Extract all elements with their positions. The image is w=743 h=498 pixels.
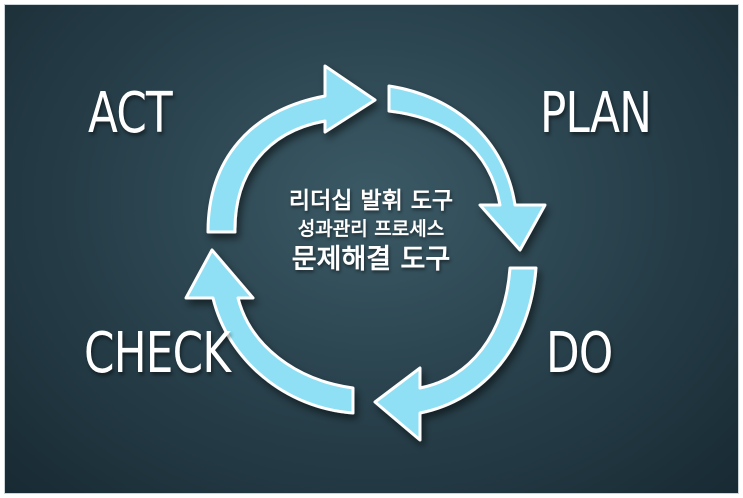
center-line-problem-solving: 문제해결 도구 xyxy=(291,244,451,275)
stage-check-label: CHECK xyxy=(84,321,231,386)
arrow-check-to-act xyxy=(184,248,355,415)
arrow-plan-to-do xyxy=(387,84,547,252)
center-line-performance: 성과관리 프로세스 xyxy=(297,218,445,240)
arrow-act-to-plan xyxy=(206,64,377,234)
stage-plan-label: PLAN xyxy=(540,81,652,146)
stage-act-label: ACT xyxy=(88,81,173,146)
center-line-leadership: 리더십 발휘 도구 xyxy=(288,188,454,214)
center-text: 리더십 발휘 도구 성과관리 프로세스 문제해결 도구 xyxy=(221,186,521,278)
diagram-background xyxy=(4,4,739,494)
arrow-do-to-check xyxy=(373,266,538,442)
stage-do-label: DO xyxy=(546,321,613,386)
